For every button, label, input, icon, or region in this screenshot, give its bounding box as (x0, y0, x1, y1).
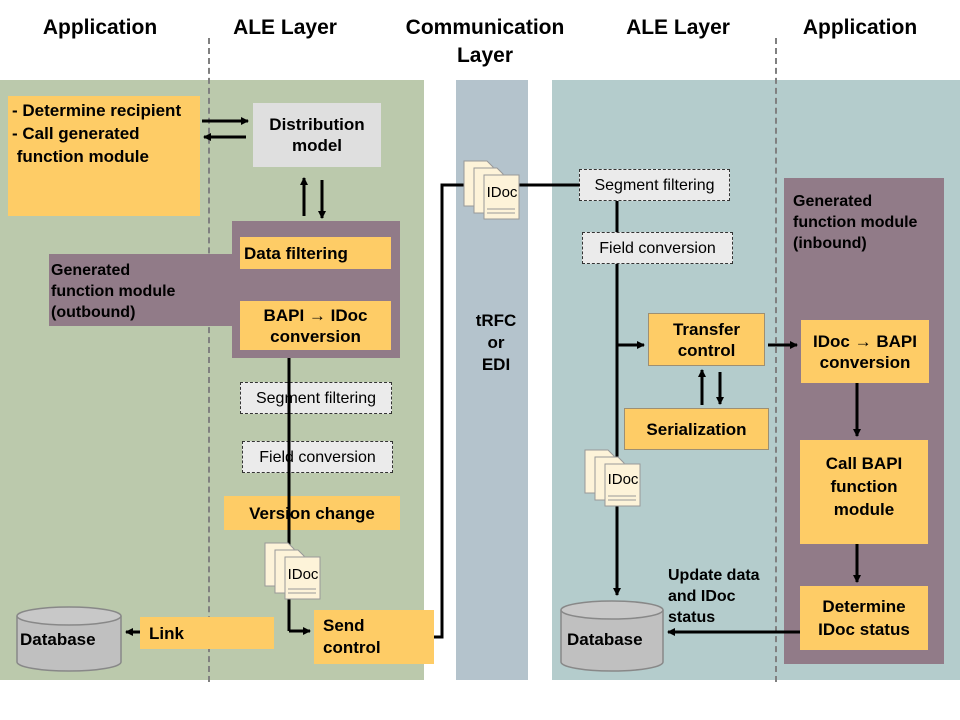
transfer-control-line2: control (677, 340, 736, 360)
header-left-application: Application (42, 16, 158, 39)
idoc-to-bapi-line1: IDoc → BAPI (813, 331, 917, 351)
inbound-segment-filtering-label: Segment filtering (594, 176, 715, 194)
bapi-to-idoc-line2: conversion (270, 326, 361, 346)
document-stack-icon (463, 160, 520, 220)
send-control-line2: control (323, 638, 381, 657)
outbound-idoc-label: IDoc (287, 566, 319, 583)
call-bapi-line1: Call BAPI (825, 454, 903, 473)
link-label: Link (149, 623, 184, 643)
generated-fm-outbound-line3: (outbound) (51, 304, 136, 321)
generated-fm-inbound-line1: Generated (793, 193, 873, 210)
determine-recipient-text: - Determine recipient - Call generated f… (12, 99, 181, 168)
determine-recipient-box[interactable] (8, 96, 200, 216)
generated-fm-outbound-tab (49, 254, 239, 326)
protocol-line3: EDI (481, 355, 511, 374)
app-box-line3: function module (12, 147, 149, 166)
generated-fm-inbound-label: Generated function module (inbound) (793, 191, 917, 254)
generated-fm-inbound-line2: function module (793, 214, 918, 231)
distribution-model-line2: model (291, 136, 343, 155)
header-right-application: Application (802, 16, 918, 39)
send-control-box[interactable]: Send control (314, 610, 434, 664)
determine-status-line2: IDoc status (818, 620, 910, 639)
determine-idoc-status-box[interactable]: Determine IDoc status (800, 586, 928, 650)
left-layer-divider (208, 38, 210, 682)
send-control-line1: Send (323, 616, 365, 635)
bapi-to-idoc-line1: BAPI → IDoc (263, 305, 368, 325)
bapi-to-idoc-box[interactable]: BAPI → IDoc conversion (240, 301, 391, 350)
link-box[interactable]: Link (140, 617, 274, 649)
serialization-box[interactable]: Serialization (624, 408, 769, 450)
app-box-line2: - Call generated (12, 124, 140, 143)
inbound-field-conversion-label: Field conversion (599, 239, 716, 257)
header-left-ale-layer: ALE Layer (233, 16, 337, 39)
transfer-control-line1: Transfer (672, 319, 741, 339)
call-bapi-line2: function (830, 477, 898, 496)
serialization-label: Serialization (646, 419, 747, 439)
generated-fm-outbound-line1: Generated (51, 262, 131, 279)
inbound-database-icon (560, 600, 664, 672)
header-communication-layer: Communication Layer (385, 14, 585, 70)
transfer-control-box[interactable]: Transfer control (648, 313, 765, 366)
call-bapi-line3: module (833, 500, 895, 519)
update-label-line1: Update data (668, 567, 760, 584)
generated-fm-inbound-line3: (inbound) (793, 235, 867, 252)
communication-idoc-label: IDoc (486, 184, 518, 201)
protocol-line1: tRFC (475, 311, 517, 330)
inbound-field-conversion-box[interactable]: Field conversion (582, 232, 733, 264)
document-stack-icon (264, 542, 321, 600)
idoc-to-bapi-line2: conversion (819, 352, 911, 372)
distribution-model-line1: Distribution (269, 115, 365, 134)
update-label-line3: status (668, 609, 716, 626)
app-box-line1: - Determine recipient (12, 101, 182, 120)
header-communication-line1: Communication (405, 16, 565, 39)
header-communication-line2: Layer (456, 44, 514, 67)
generated-fm-outbound-label: Generated function module (outbound) (51, 260, 175, 323)
data-filtering-label: Data filtering (244, 243, 348, 263)
update-data-label: Update data and IDoc status (668, 565, 760, 628)
protocol-label: tRFC or EDI (456, 310, 536, 376)
outbound-segment-filtering-label: Segment filtering (255, 389, 377, 407)
communication-idoc-icon: IDoc (463, 160, 529, 220)
outbound-database-label: Database (20, 630, 96, 649)
version-change-box[interactable]: Version change (224, 496, 400, 530)
outbound-database-icon (16, 606, 122, 672)
version-change-label: Version change (249, 503, 375, 523)
header-right-ale-layer: ALE Layer (626, 16, 730, 39)
data-filtering-box[interactable]: Data filtering (240, 237, 391, 269)
document-stack-icon (584, 449, 641, 507)
outbound-idoc-icon: IDoc (264, 542, 330, 600)
send-to-comm-line (434, 183, 580, 639)
generated-fm-outbound-line2: function module (51, 283, 176, 300)
inbound-database-label: Database (567, 630, 643, 649)
update-label-line2: and IDoc (668, 588, 736, 605)
inbound-segment-filtering-box[interactable]: Segment filtering (579, 169, 730, 201)
inbound-idoc-icon: IDoc (584, 449, 650, 507)
distribution-model-box[interactable]: Distribution model (253, 103, 381, 167)
idoc-to-bapi-box[interactable]: IDoc → BAPI conversion (801, 320, 929, 383)
outbound-segment-filtering-box[interactable]: Segment filtering (240, 382, 392, 414)
generated-fm-inbound-container (784, 178, 944, 664)
right-layer-divider (775, 38, 777, 682)
inbound-idoc-label: IDoc (607, 471, 639, 488)
determine-status-line1: Determine (822, 597, 906, 616)
protocol-line2: or (487, 333, 505, 352)
call-bapi-box[interactable]: Call BAPI function module (800, 440, 928, 544)
